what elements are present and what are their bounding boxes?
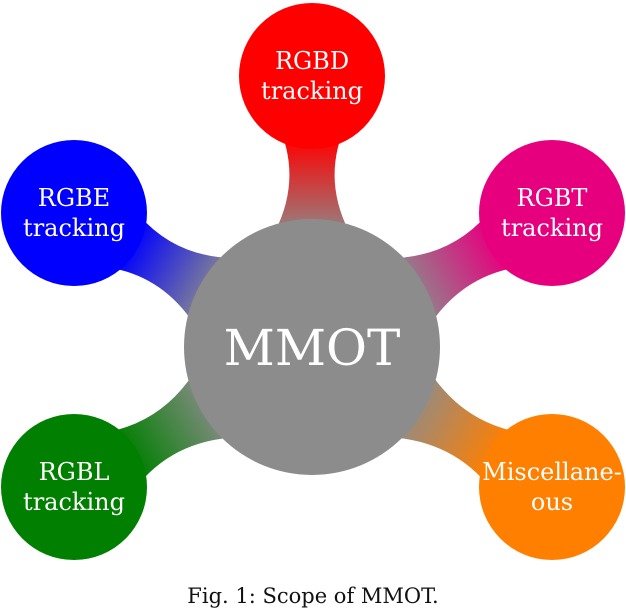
node-rgbd-circle	[239, 3, 385, 149]
node-misc-circle	[479, 414, 625, 560]
figure-caption: Fig. 1: Scope of MMOT.	[187, 584, 439, 608]
node-rgbt-label: tracking	[501, 214, 603, 242]
node-rgbl-label: tracking	[23, 488, 125, 516]
node-rgbl-circle	[1, 414, 147, 560]
node-rgbd-label: tracking	[261, 77, 363, 105]
node-rgbe-label: RGBE	[38, 184, 110, 212]
node-misc-label: Miscellane-	[482, 458, 622, 486]
node-misc-label: ous	[531, 488, 573, 516]
node-rgbe-circle	[1, 140, 147, 286]
node-rgbl-label: RGBL	[39, 458, 110, 486]
node-rgbe-label: tracking	[23, 214, 125, 242]
node-rgbd-label: RGBD	[275, 47, 349, 75]
mindmap-diagram: MMOT RGBDtrackingRGBTtrackingMiscellane-…	[1, 3, 625, 560]
center-node-label: MMOT	[224, 319, 401, 377]
node-misc: Miscellane-ous	[479, 414, 625, 560]
connector-rgbd	[268, 134, 356, 244]
node-rgbt-circle	[479, 140, 625, 286]
node-rgbt-label: RGBT	[517, 184, 588, 212]
center-node	[184, 219, 440, 475]
